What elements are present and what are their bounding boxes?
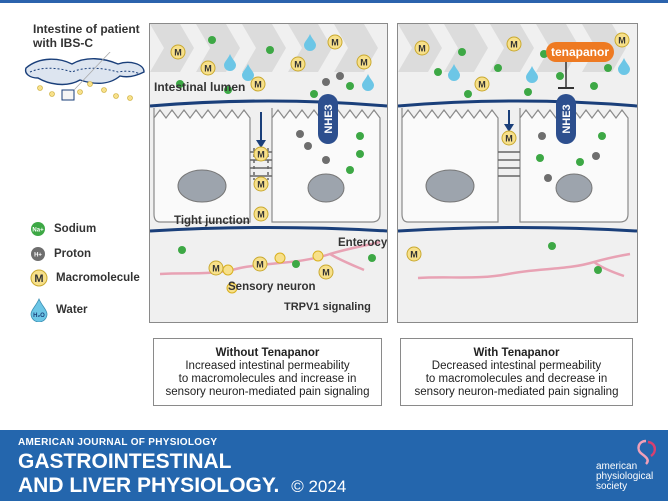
left-panel-illustration: M M M M M M (150, 24, 387, 313)
lumen-label: Intestinal lumen (154, 80, 245, 94)
aps-logo-icon (637, 439, 657, 465)
proton-symbol: H+ (34, 253, 42, 259)
nucleus-right-right-panel (555, 173, 593, 203)
legend-proton-label: Proton (54, 248, 92, 260)
intro-line-1: Intestine of patient (33, 22, 140, 36)
sodium-symbol: Na+ (32, 228, 44, 234)
nhe3-label: NHE3 (323, 104, 335, 133)
legend-water: H₂O Water (30, 298, 88, 322)
svg-text:M: M (618, 36, 626, 46)
journal-footer: AMERICAN JOURNAL OF PHYSIOLOGY GASTROINT… (0, 430, 668, 501)
svg-text:M: M (257, 150, 265, 160)
caption-with-tenapanor: With Tenapanor Decreased intestinal perm… (400, 338, 633, 406)
nhe3-transporter (318, 94, 338, 144)
intracellular-ions-right (536, 132, 606, 182)
apical-membrane-right (398, 99, 637, 108)
caption-left-line-1: Increased intestinal permeability (185, 360, 350, 372)
water-drop-icon: H₂O (30, 298, 48, 322)
legend-sodium-label: Sodium (54, 223, 97, 235)
society-line-2: physiological (596, 471, 654, 482)
intro-macromolecule-dots (37, 81, 133, 101)
basal-membrane (150, 226, 387, 233)
svg-text:M: M (322, 268, 330, 278)
journal-title-2: AND LIVER PHYSIOLOGY. (18, 474, 280, 497)
legend-proton: H+ Proton (30, 244, 91, 264)
basal-membrane-right (398, 226, 637, 233)
tight-junction-right (498, 151, 520, 177)
top-accent-line (0, 0, 668, 3)
society-line-3: society (596, 481, 628, 492)
caption-left-line-3: sensory neuron-mediated pain signaling (165, 386, 370, 398)
lumen-particles-right: M M M M (414, 32, 630, 98)
panel-with-tenapanor: M M M M M tenapanor NHE3 (397, 23, 638, 323)
nhe3-transporter-right (556, 94, 576, 144)
apical-membrane (150, 99, 387, 108)
svg-text:M: M (418, 44, 426, 54)
legend-water-label: Water (56, 304, 88, 316)
enterocyte-left-right-panel (401, 108, 499, 223)
svg-text:M: M (204, 64, 212, 74)
caption-right-line-1: Decreased intestinal permeability (431, 360, 602, 372)
basal-macromolecules: M M M (178, 246, 376, 280)
enterocyte-left (153, 108, 251, 223)
caption-without-tenapanor: Without Tenapanor Increased intestinal p… (153, 338, 382, 406)
paracellular-macromolecules: M M M (253, 112, 269, 222)
legend-macromolecule: M Macromolecule (30, 268, 140, 288)
caption-right-line-3: sensory neuron-mediated pain signaling (414, 386, 619, 398)
panel-without-tenapanor: M M M M M M (149, 23, 388, 323)
svg-text:M: M (256, 260, 264, 270)
nucleus-left (177, 169, 227, 203)
intro-line-2: with IBS-C (33, 36, 93, 50)
villi-pattern-right (398, 24, 626, 72)
basal-macromolecules-right: M (406, 242, 602, 274)
sensory-neuron-right (417, 252, 631, 280)
legend-macromolecule-label: Macromolecule (56, 272, 140, 284)
lumen-particles: M M M M M M (170, 34, 374, 98)
nhe3-label-right: NHE3 (561, 104, 573, 133)
society-name: american physiological society (596, 462, 653, 492)
nucleus-right (307, 173, 345, 203)
water-symbol: H₂O (33, 313, 45, 319)
caption-left-title: Without Tenapanor (215, 347, 320, 359)
proton-icon: H+ (31, 247, 45, 261)
trpv1-label: TRPV1 signaling (284, 301, 371, 313)
sodium-icon: Na+ (31, 222, 45, 236)
macromolecule-symbol: M (34, 273, 43, 285)
svg-text:M: M (294, 60, 302, 70)
society-line-1: american (596, 461, 638, 472)
caption-left-line-2: to macromolecules and increase in (178, 373, 357, 385)
svg-text:M: M (331, 38, 339, 48)
macromolecule-icon: M (30, 269, 48, 287)
journal-title-1: GASTROINTESTINAL (18, 450, 232, 473)
tenapanor-badge (546, 42, 614, 62)
nucleus-left-right-panel (425, 169, 475, 203)
copyright-year: © 2024 (291, 477, 347, 496)
caption-right-title: With Tenapanor (473, 347, 560, 359)
right-panel-illustration: M M M M M tenapanor NHE3 (398, 24, 637, 280)
tight-junction-label: Tight junction (174, 215, 250, 227)
journal-name: AMERICAN JOURNAL OF PHYSIOLOGY (18, 437, 218, 448)
tenapanor-label: tenapanor (551, 45, 609, 59)
svg-text:M: M (478, 80, 486, 90)
caption-right-line-2: to macromolecules and decrease in (425, 373, 608, 385)
svg-text:M: M (505, 134, 513, 144)
intro-title: Intestine of patient with IBS-C (33, 22, 140, 50)
svg-text:M: M (254, 80, 262, 90)
trpv1-signaling-bursts (222, 250, 324, 294)
enterocyte-label: Enterocyte (338, 237, 387, 249)
svg-text:M: M (174, 48, 182, 58)
svg-text:M: M (360, 58, 368, 68)
journal-title-2-row: AND LIVER PHYSIOLOGY. © 2024 (18, 474, 346, 499)
blocked-macromolecules: M (501, 110, 517, 146)
intracellular-ions (296, 130, 364, 174)
legend-sodium: Na+ Sodium (30, 219, 96, 239)
sensory-neuron (159, 240, 381, 276)
svg-text:M: M (257, 180, 265, 190)
svg-text:M: M (257, 210, 265, 220)
intestine-illustration (24, 52, 145, 101)
sensory-neuron-label: Sensory neuron (228, 281, 316, 293)
svg-text:M: M (410, 250, 418, 260)
svg-text:M: M (510, 40, 518, 50)
svg-text:M: M (212, 264, 220, 274)
